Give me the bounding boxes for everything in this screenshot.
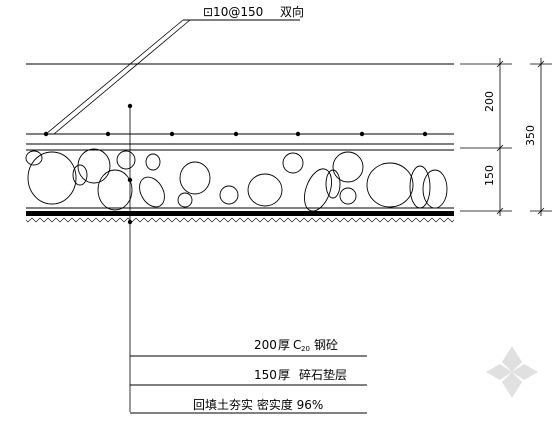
layer-3-description: 回填土夯实 密实度 96% [193, 397, 323, 412]
gravel-stone [282, 152, 304, 174]
dim-tick [496, 144, 504, 152]
leader-line-1 [45, 19, 184, 135]
gravel-stone [247, 173, 283, 207]
gravel-stone [179, 161, 211, 195]
gravel-stone [72, 164, 88, 186]
dim-tick [537, 60, 545, 68]
gravel-stone [332, 151, 364, 183]
gravel-layer [25, 148, 448, 212]
leader-dot-gravel [127, 177, 133, 183]
dim-upper-label: 200 [483, 91, 496, 112]
layer-1-material: 钢砼 [314, 338, 338, 352]
gravel-stone [25, 150, 43, 166]
rebar-dot [359, 131, 365, 137]
gravel-stone [177, 192, 193, 208]
watermark-logo [486, 346, 538, 398]
gravel-stone [339, 187, 357, 205]
gravel-stone [219, 185, 239, 205]
gravel-stone [77, 148, 111, 184]
layer-2-unit: 厚 [278, 368, 290, 382]
gravel-stone [303, 168, 333, 212]
gravel-stone [116, 150, 136, 170]
gravel-stone [422, 169, 448, 209]
soil-hatch [26, 217, 454, 226]
dim-lower-label: 150 [483, 165, 496, 186]
leader-dot-soil [127, 219, 133, 225]
rebar-dot [43, 131, 49, 137]
gravel-stone [366, 162, 414, 208]
layer-1-unit: 厚 [278, 338, 290, 352]
rebar-dot [233, 131, 239, 137]
rebar-spec-label: ⊡10@150 [203, 5, 263, 19]
layer-2-material: 碎石垫层 [299, 367, 347, 382]
gravel-stone [145, 153, 161, 171]
rebar-dot [422, 131, 428, 137]
gravel-stone [97, 169, 133, 211]
rebar-dots [43, 131, 428, 137]
leader-line-2 [53, 19, 191, 135]
rebar-direction-label: 双向 [280, 4, 304, 19]
compacted-base-line [26, 211, 454, 216]
gravel-stone [139, 176, 165, 208]
rebar-dot [295, 131, 301, 137]
layer-labels: 200 厚 C 20 钢砼 150 厚 碎石垫层 回填土夯实 密实度 96% [130, 338, 367, 414]
rebar-dot [105, 131, 111, 137]
layer-1-grade: 20 [301, 345, 310, 353]
dimension-lines: 200 150 350 [460, 58, 552, 216]
gravel-stone [27, 151, 77, 205]
dim-tick [496, 60, 504, 68]
leader-dot-concrete [127, 103, 133, 109]
dim-tick [496, 207, 504, 215]
dim-total-label: 350 [524, 125, 537, 146]
layer-2-thickness: 150 [254, 368, 277, 382]
dim-tick [537, 207, 545, 215]
rebar-callout: ⊡10@150 双向 [45, 4, 304, 135]
gravel-stone [325, 169, 341, 199]
rebar-dot [169, 131, 175, 137]
layer-1-thickness: 200 [254, 338, 277, 352]
layer-1-class: C [293, 338, 301, 352]
